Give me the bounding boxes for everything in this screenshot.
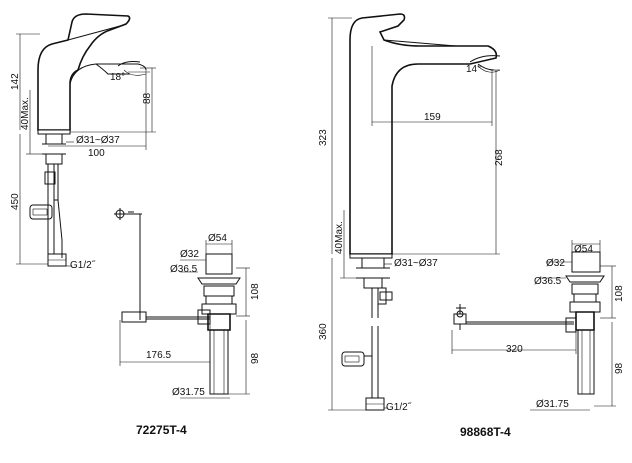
right-rod-length-label: 320: [506, 344, 523, 355]
right-hose-length-label: 360: [318, 323, 329, 340]
right-drain-height-label: 108: [614, 285, 625, 302]
right-faucet: [341, 13, 501, 411]
left-spout-height-label: 88: [142, 92, 153, 104]
left-faucet: [29, 13, 147, 267]
left-drain-flange-dia-label: Ø36.5: [170, 264, 198, 275]
right-max-deck-label: 40Max.: [334, 221, 345, 254]
left-rod-length-label: 176.5: [146, 350, 171, 361]
left-max-deck-label: 40Max.: [20, 97, 31, 130]
left-model-number: 72275T-4: [136, 423, 187, 437]
right-hose-thread-label: G1/2˝: [386, 401, 412, 413]
left-drain-pipe-len-label: 98: [250, 352, 261, 364]
right-spout-height-label: 268: [494, 149, 505, 166]
left-drain-dimension-lines: [119, 240, 250, 399]
right-reach-label: 159: [424, 112, 441, 123]
left-drain-height-label: 108: [250, 283, 261, 300]
left-dimension-lines: [16, 33, 156, 267]
left-hose-length-label: 450: [10, 193, 21, 210]
left-angle-label: 18°: [110, 72, 125, 83]
right-pipe-dia-label: Ø31.75: [536, 399, 569, 410]
right-drain-pipe-len-label: 98: [614, 362, 625, 374]
right-drain-body-dia-label: Ø32: [546, 258, 565, 269]
right-drain-flange-dia-label: Ø36.5: [534, 276, 562, 287]
left-drain-body-dia-label: Ø32: [180, 249, 199, 260]
right-model-number: 98868T-4: [460, 425, 511, 439]
right-dimension-lines: [328, 17, 501, 411]
left-pipe-dia-label: Ø31.75: [172, 387, 205, 398]
left-hose-thread-label: G1/2˝: [70, 259, 96, 271]
right-hole-dia-label: Ø31~Ø37: [394, 258, 438, 269]
right-angle-label: 14°: [466, 64, 481, 75]
left-hole-dia-label: Ø31~Ø37: [76, 135, 120, 146]
right-drain-top-dia-label: Ø54: [574, 244, 593, 255]
right-drain-dimension-lines: [451, 240, 616, 411]
left-drain-top-dia-label: Ø54: [208, 233, 227, 244]
left-reach-label: 100: [88, 148, 105, 159]
left-total-height-label: 142: [10, 73, 21, 90]
right-total-height-label: 323: [318, 129, 329, 146]
right-popup-drain: [453, 251, 605, 395]
